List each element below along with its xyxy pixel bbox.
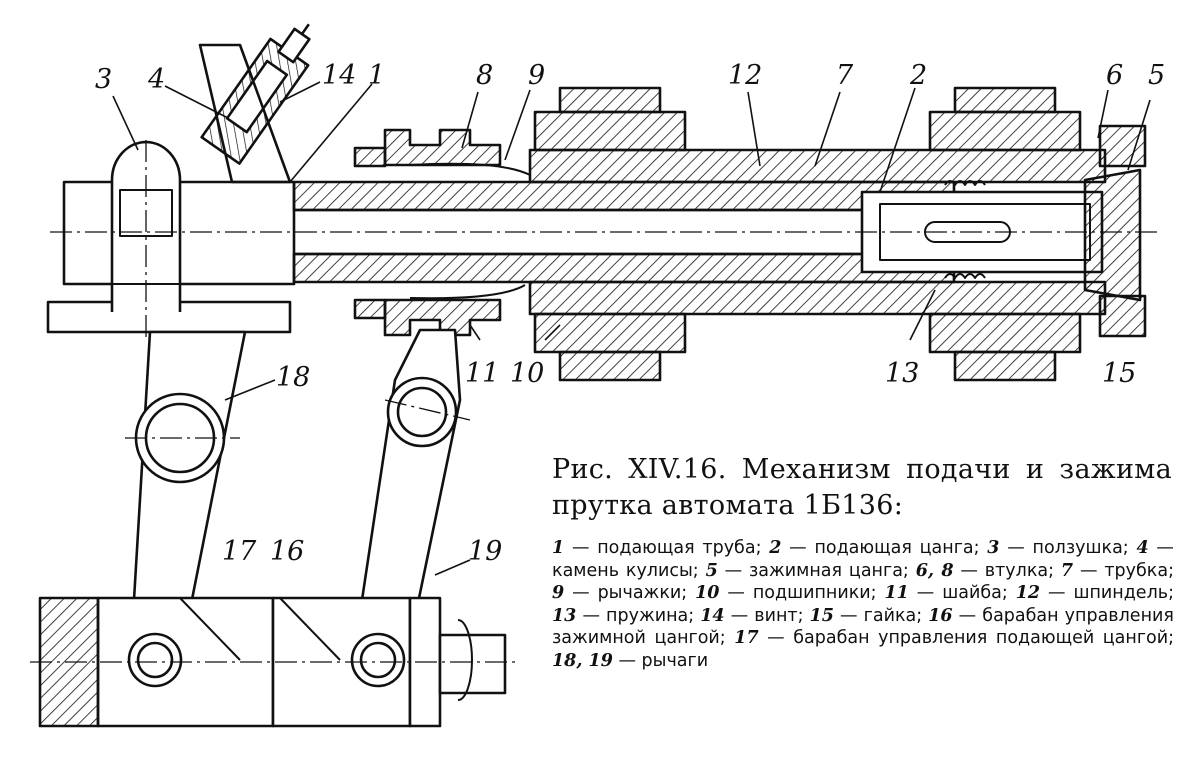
label-10: 10 [510,358,544,389]
label-3: 3 [95,64,112,95]
label-19: 19 [468,536,502,567]
legend-text: подающая труба; [597,538,762,558]
label-7: 7 [836,60,854,91]
figure-caption-title: Рис. XIV.16. Механизм подачи и зажима пр… [552,454,1172,521]
label-17: 17 [222,536,257,567]
legend-number: 18, 19 [552,650,613,671]
legend-number: 5 [705,560,718,581]
legend-text: барабан управления зажимной цангой; [552,605,1174,649]
legend-number: 9 [552,583,565,604]
legend-text: винт; [754,605,804,626]
legend-text: камень кулисы; [552,560,699,581]
label-5: 5 [1148,60,1165,91]
legend-text: шайба; [942,583,1008,604]
legend-number: 1 [552,538,565,558]
legend-text: рычажки; [597,583,688,604]
legend-text: подшипники; [752,583,877,604]
spring-13 [944,180,986,186]
label-13: 13 [885,358,919,389]
label-15: 15 [1102,358,1136,389]
spindle-12 [528,148,1107,184]
legend-number: 10 [695,583,720,604]
bushing-8 [383,128,502,167]
legend-number: 17 [734,628,759,649]
legend-text: шпиндель; [1073,583,1174,604]
bearing-top-left [533,110,687,152]
legend-number: 16 [928,605,953,626]
label-12: 12 [728,60,762,91]
nut-15 [1098,124,1147,168]
legend-number: 4 [1136,538,1149,558]
label-18: 18 [276,362,310,393]
label-11: 11 [465,358,499,389]
feed-tube-1 [292,180,956,212]
legend-number: 7 [1060,560,1074,581]
legend-number: 13 [552,605,577,626]
legend-text: подающая цанга; [814,538,980,558]
label-1: 1 [368,60,385,91]
label-4: 4 [147,64,165,95]
figure-legend: 1 — подающая труба; 2 — подающая цанга; … [552,538,1175,671]
legend-text: рычаги [641,650,709,671]
label-8: 8 [476,60,493,91]
legend-number: 2 [769,538,782,558]
legend-number: 15 [809,605,834,626]
levers-9 [409,162,531,176]
bearing-bottom-left [533,312,687,354]
legend-text: гайка; [863,605,923,626]
legend-text: трубка; [1104,560,1174,581]
legend-number: 14 [700,605,725,626]
legend-text: барабан управления подающей цангой; [793,628,1175,649]
label-6: 6 [1106,60,1123,91]
label-14: 14 [322,60,356,91]
legend-text: зажимная цанга; [749,560,909,581]
legend-number: 3 [987,538,1000,558]
label-2: 2 [909,60,927,91]
legend-number: 6, 8 [915,560,954,581]
screw-14 [200,23,311,165]
label-9: 9 [528,60,545,91]
legend-number: 12 [1015,583,1041,604]
part-labels: 3 4 14 1 8 9 12 7 2 6 5 11 10 13 15 18 1… [95,60,1165,567]
legend-text: пружина; [606,605,695,626]
legend-number: 11 [884,583,909,604]
legend-text: втулка; [984,560,1055,581]
clamp-collet-5 [1083,168,1142,302]
legend-text: ползушка; [1032,538,1129,558]
washer-11 [409,284,526,300]
label-16: 16 [270,536,304,567]
